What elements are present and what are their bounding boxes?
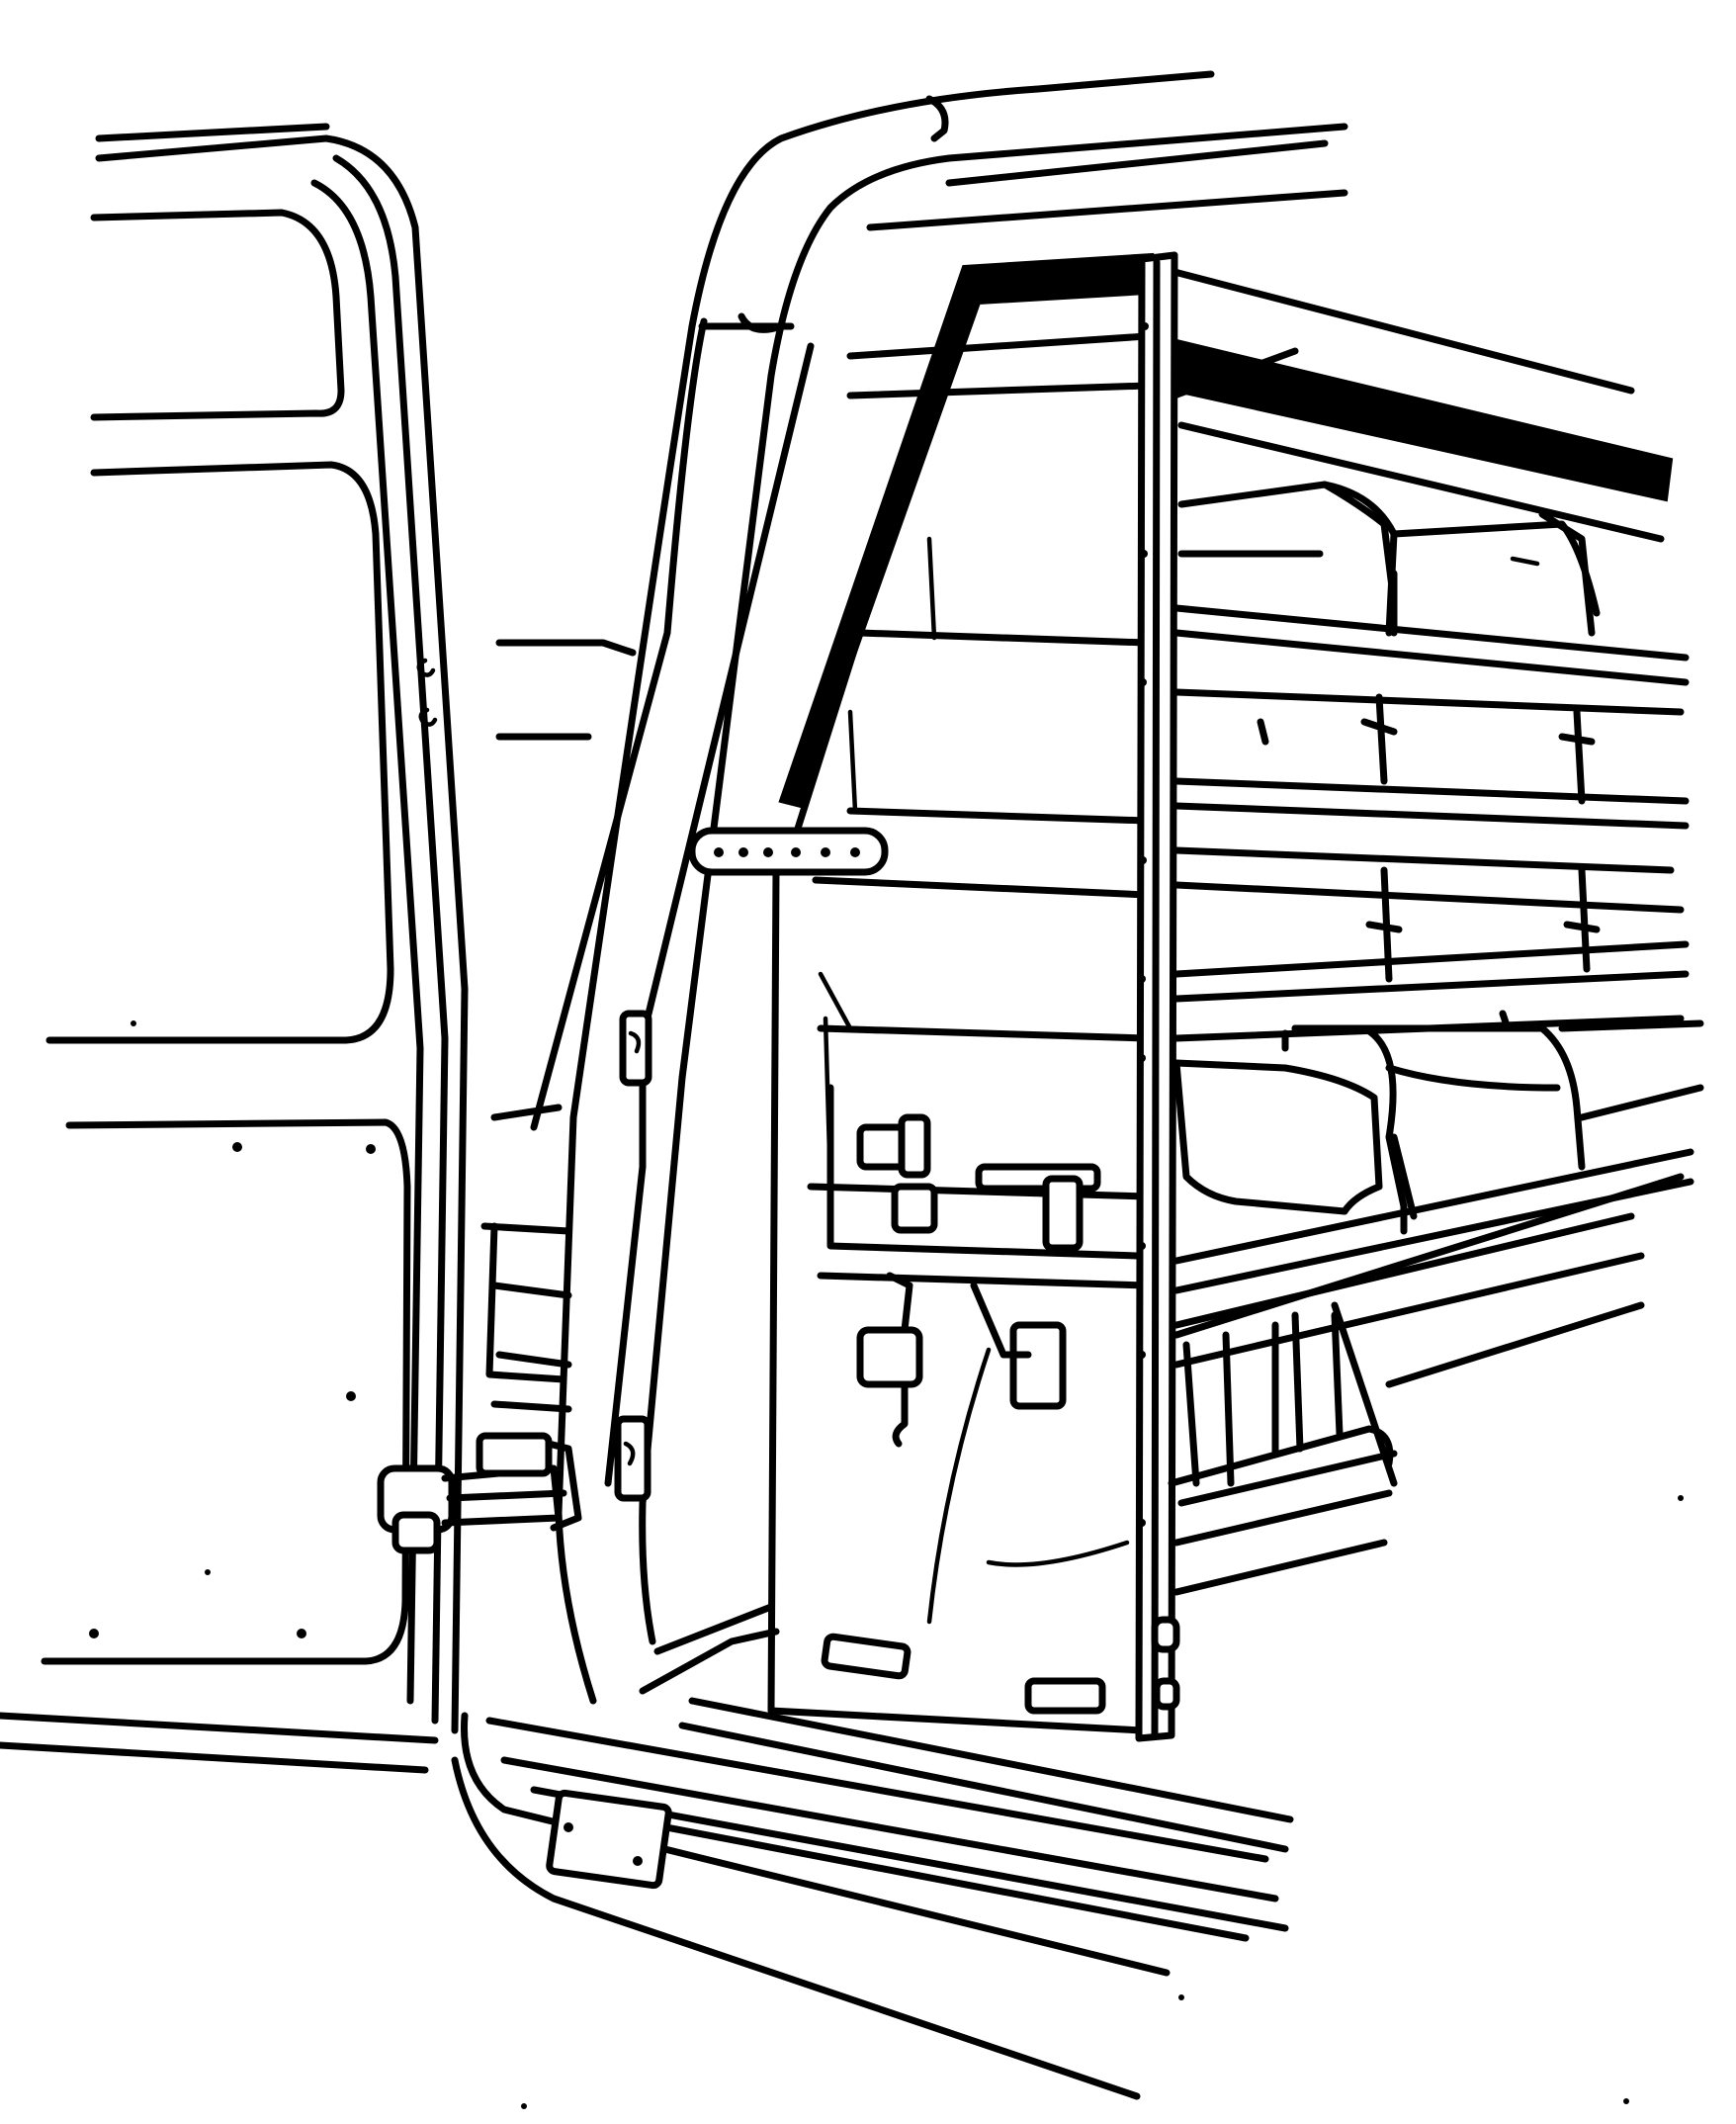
door-rivets — [89, 658, 438, 1638]
parts-bins-row-1 — [1177, 481, 1601, 637]
shelving-base — [1168, 1173, 1685, 1596]
shelf-rails — [1172, 604, 1694, 1329]
bulkhead-hooks — [856, 1113, 1130, 1625]
door-hinge — [377, 1432, 582, 1554]
shelf-upright — [1135, 251, 1180, 1742]
parts-bins-row-3 — [1365, 866, 1601, 983]
shelving-unit — [1168, 268, 1704, 1596]
door-frame — [480, 70, 1348, 1705]
door-sill — [451, 1603, 1294, 2100]
scan-specks — [130, 1020, 1684, 2109]
parts-bins-row-2 — [1257, 693, 1596, 805]
open-door — [0, 123, 469, 1774]
parts-bins-row-4 — [1172, 1010, 1704, 1235]
